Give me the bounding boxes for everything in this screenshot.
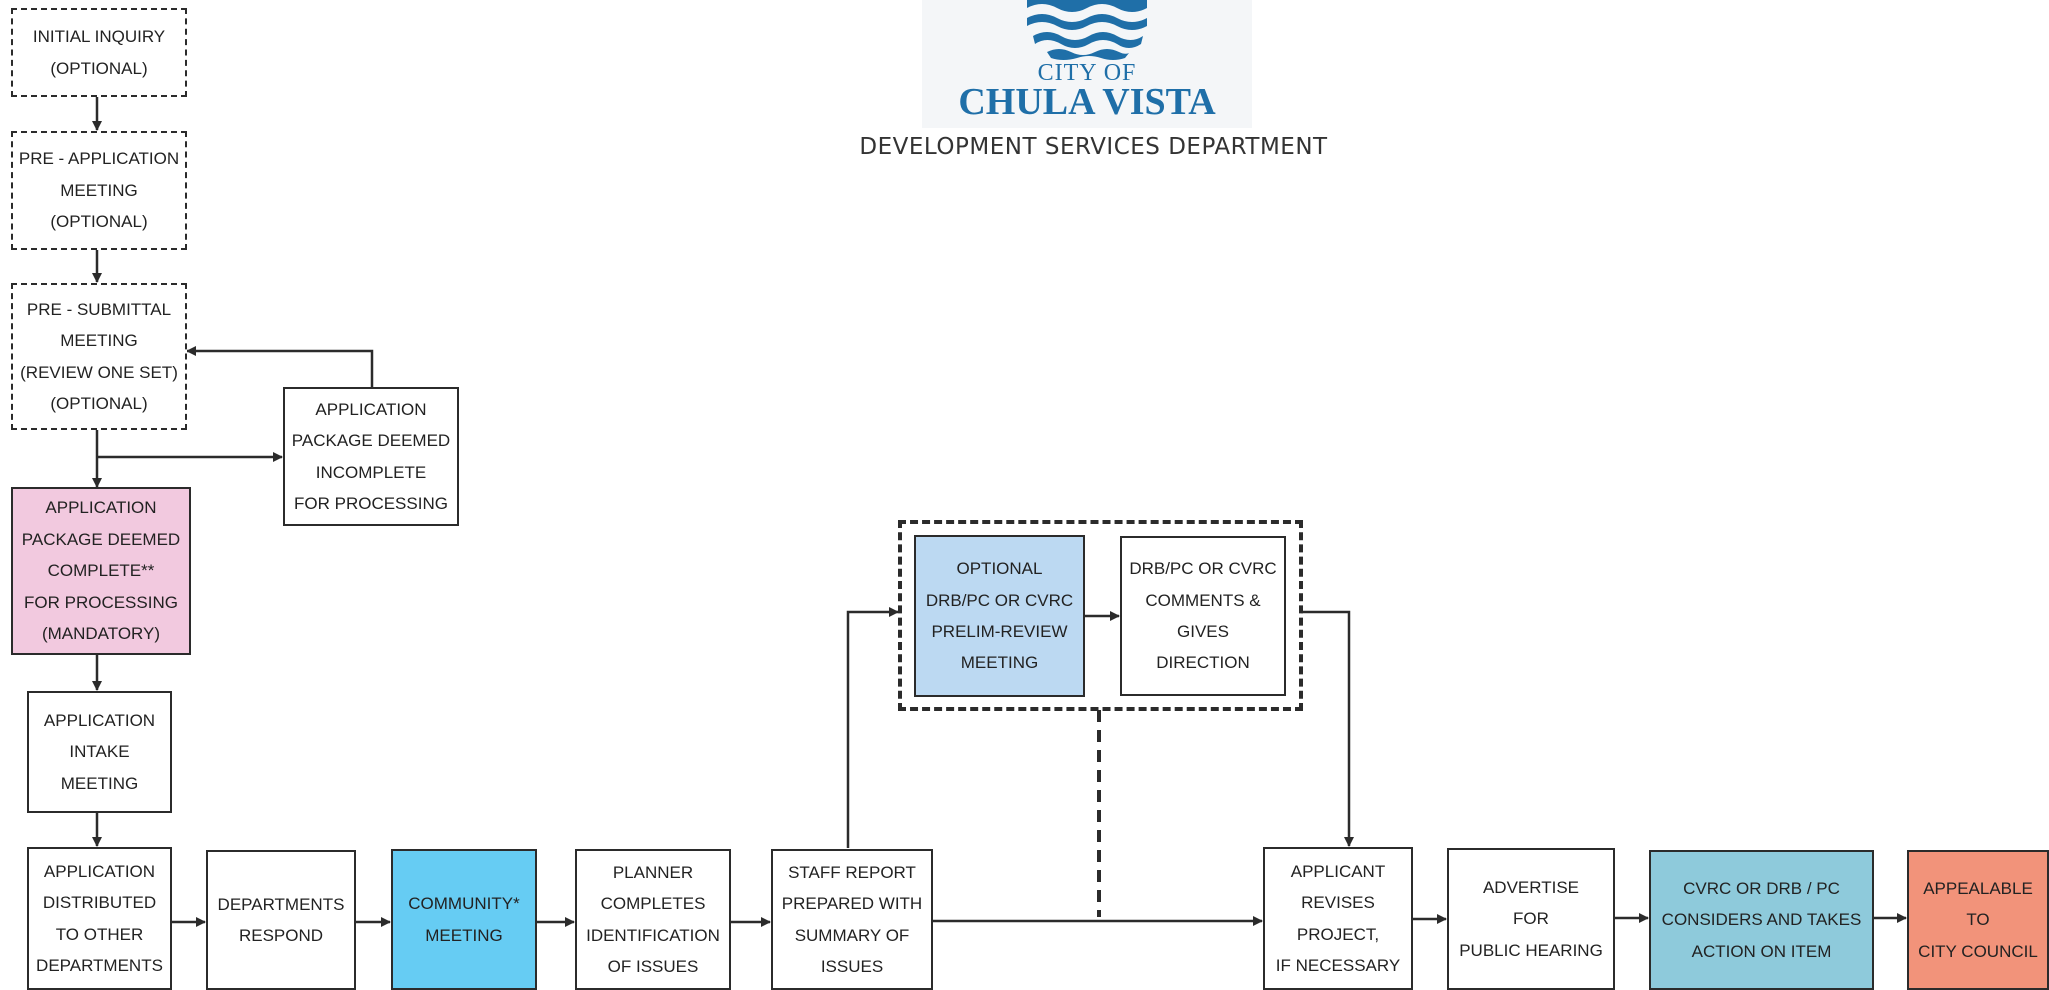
appealable-label: APPEALABLE TO CITY COUNCIL bbox=[1918, 878, 2038, 961]
pre-submittal-box: PRE - SUBMITTAL MEETING (REVIEW ONE SET)… bbox=[11, 283, 187, 430]
considers-action-label: CVRC OR DRB / PC CONSIDERS AND TAKES ACT… bbox=[1661, 878, 1862, 961]
arrow-staff-to-prelim bbox=[846, 607, 899, 848]
incomplete-label: APPLICATION PACKAGE DEEMED INCOMPLETE FO… bbox=[291, 399, 451, 513]
intake-label: APPLICATION INTAKE MEETING bbox=[43, 710, 156, 793]
arrow-incomplete-to-presubmittal bbox=[186, 346, 374, 388]
optional-review-group bbox=[898, 520, 1303, 711]
applicant-revises-box: APPLICANT REVISES PROJECT, IF NECESSARY bbox=[1263, 847, 1413, 990]
comments-direction-box: DRB/PC OR CVRC COMMENTS & GIVES DIRECTIO… bbox=[1120, 536, 1286, 696]
optional-prelim-box: OPTIONAL DRB/PC OR CVRC PRELIM-REVIEW ME… bbox=[914, 535, 1085, 697]
planner-completes-label: PLANNER COMPLETES IDENTIFICATION OF ISSU… bbox=[586, 862, 720, 976]
department-title: DEVELOPMENT SERVICES DEPARTMENT bbox=[859, 134, 1328, 160]
distributed-label: APPLICATION DISTRIBUTED TO OTHER DEPARTM… bbox=[36, 861, 163, 975]
pre-application-box: PRE - APPLICATION MEETING (OPTIONAL) bbox=[11, 131, 187, 250]
departments-respond-box: DEPARTMENTS RESPOND bbox=[206, 850, 356, 990]
arrow-comments-to-revises bbox=[1301, 610, 1354, 847]
pre-application-label: PRE - APPLICATION MEETING (OPTIONAL) bbox=[18, 149, 180, 232]
planner-completes-box: PLANNER COMPLETES IDENTIFICATION OF ISSU… bbox=[575, 849, 731, 990]
city-logo: CITY OF CHULA VISTA bbox=[922, 0, 1252, 128]
advertise-box: ADVERTISE FOR PUBLIC HEARING bbox=[1447, 848, 1615, 990]
initial-inquiry-box: INITIAL INQUIRY (OPTIONAL) bbox=[11, 8, 187, 97]
incomplete-box: APPLICATION PACKAGE DEEMED INCOMPLETE FO… bbox=[283, 387, 459, 526]
complete-box: APPLICATION PACKAGE DEEMED COMPLETE** FO… bbox=[11, 487, 191, 655]
community-meeting-box: COMMUNITY* MEETING bbox=[391, 849, 537, 990]
logo-city-name: CHULA VISTA bbox=[958, 81, 1216, 123]
departments-respond-label: DEPARTMENTS RESPOND bbox=[217, 894, 345, 945]
staff-report-box: STAFF REPORT PREPARED WITH SUMMARY OF IS… bbox=[771, 849, 933, 990]
staff-report-label: STAFF REPORT PREPARED WITH SUMMARY OF IS… bbox=[781, 862, 923, 976]
applicant-revises-label: APPLICANT REVISES PROJECT, IF NECESSARY bbox=[1275, 861, 1401, 975]
logo-city-of: CITY OF bbox=[1037, 60, 1137, 86]
distributed-box: APPLICATION DISTRIBUTED TO OTHER DEPARTM… bbox=[27, 847, 172, 990]
pre-submittal-label: PRE - SUBMITTAL MEETING (REVIEW ONE SET)… bbox=[20, 299, 178, 413]
appealable-box: APPEALABLE TO CITY COUNCIL bbox=[1907, 850, 2049, 990]
community-meeting-label: COMMUNITY* MEETING bbox=[408, 894, 520, 945]
initial-inquiry-label: INITIAL INQUIRY (OPTIONAL) bbox=[32, 27, 166, 78]
waves-icon bbox=[1027, 0, 1147, 60]
comments-direction-label: DRB/PC OR CVRC COMMENTS & GIVES DIRECTIO… bbox=[1129, 559, 1277, 673]
considers-action-box: CVRC OR DRB / PC CONSIDERS AND TAKES ACT… bbox=[1649, 850, 1874, 990]
intake-box: APPLICATION INTAKE MEETING bbox=[27, 691, 172, 813]
advertise-label: ADVERTISE FOR PUBLIC HEARING bbox=[1459, 877, 1603, 960]
complete-label: APPLICATION PACKAGE DEEMED COMPLETE** FO… bbox=[21, 498, 181, 644]
optional-prelim-label: OPTIONAL DRB/PC OR CVRC PRELIM-REVIEW ME… bbox=[925, 559, 1074, 673]
